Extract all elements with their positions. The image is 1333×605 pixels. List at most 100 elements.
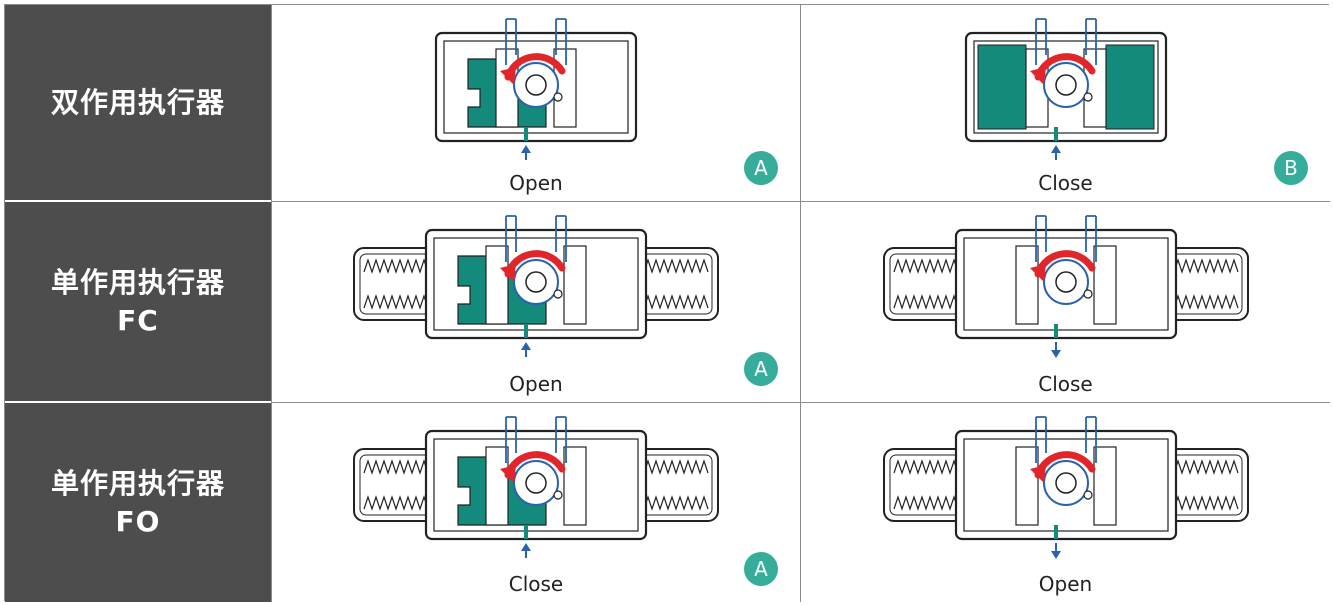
- badge: A: [744, 552, 778, 586]
- pinion-hub: [525, 271, 547, 293]
- row-label-single-acting-fo: 单作用执行器 FO: [5, 403, 271, 602]
- spring-coil: [363, 495, 429, 511]
- badge: B: [1274, 151, 1308, 185]
- pinion-hub: [1054, 74, 1077, 96]
- spring-coil: [892, 294, 959, 310]
- diagram-cell: Close B: [800, 5, 1330, 202]
- body-inner-wall: [433, 237, 639, 331]
- spring-coil: [1172, 495, 1239, 511]
- row-label-single-acting-fc: 单作用执行器 FC: [5, 202, 271, 403]
- actuator-diagram: [353, 215, 719, 357]
- piston-left: [485, 245, 509, 325]
- badge: A: [744, 352, 778, 386]
- row-label-text: 双作用执行器: [50, 85, 225, 119]
- air-in-arrow: [521, 145, 531, 153]
- cam-pin: [553, 490, 563, 500]
- body-inner-wall: [962, 237, 1169, 331]
- spring-coil: [1172, 459, 1239, 475]
- cam-pin: [553, 289, 563, 299]
- rotation-arrowhead: [500, 264, 516, 282]
- diagram-cell: Open A: [271, 5, 800, 202]
- spring-coil: [363, 294, 429, 310]
- rotation-arrow: [500, 451, 566, 483]
- diagram-cell: Close A: [271, 403, 800, 602]
- cam-pin: [1082, 92, 1093, 102]
- output-shaft: [505, 416, 567, 463]
- air-out-arrow: [1050, 350, 1061, 358]
- pinion-hub: [525, 74, 547, 96]
- spring-coil: [643, 294, 709, 310]
- rotation-arrowhead: [1029, 67, 1046, 85]
- spring-coil: [1172, 294, 1239, 310]
- air-in-arrow: [521, 342, 531, 350]
- piston-left: [1014, 446, 1039, 526]
- air-chamber-left: [977, 44, 1026, 130]
- air-in-arrow: [1050, 145, 1061, 153]
- diagram-cell: Open: [800, 403, 1330, 602]
- row-label-double-acting: 双作用执行器: [5, 5, 271, 202]
- output-shaft: [505, 215, 567, 262]
- piston-right: [563, 446, 587, 526]
- piston-left: [1014, 245, 1039, 325]
- row-label-text: 单作用执行器: [50, 466, 225, 500]
- output-shaft: [1034, 416, 1097, 463]
- spring-coil: [892, 258, 959, 274]
- piston-right: [1092, 245, 1117, 325]
- pinion-hub: [1054, 271, 1077, 293]
- caption: Open: [509, 171, 563, 195]
- actuator-diagram: [353, 416, 719, 558]
- cam-pin: [1082, 490, 1093, 500]
- row-label-subtext: FO: [115, 504, 161, 538]
- spring-coil: [892, 495, 959, 511]
- row-label-text: 单作用执行器: [50, 265, 225, 299]
- rotation-arrow: [1029, 451, 1095, 483]
- spring-coil: [363, 258, 429, 274]
- output-shaft: [1034, 18, 1097, 65]
- diagram-cell: Open A: [271, 202, 800, 403]
- caption: Open: [509, 372, 563, 396]
- spring-coil: [643, 258, 709, 274]
- row-label-subtext: FC: [117, 303, 159, 337]
- actuator-diagram: [882, 215, 1249, 358]
- body-inner-wall: [433, 438, 639, 532]
- body-inner-wall: [972, 40, 1159, 134]
- spring-cap-left: [882, 247, 969, 321]
- pinion-hub: [1054, 472, 1077, 494]
- air-in-arrow: [521, 543, 531, 551]
- air-out-arrow: [1050, 551, 1061, 559]
- spring-coil: [643, 459, 709, 475]
- rotation-arrow: [500, 53, 566, 85]
- caption: Close: [1038, 372, 1093, 396]
- diagram-cell: Close: [800, 202, 1330, 403]
- spring-coil: [1172, 258, 1239, 274]
- rotation-arrowhead: [1029, 264, 1046, 282]
- cam-pin: [553, 92, 563, 102]
- rotation-arrow: [500, 250, 566, 282]
- output-shaft: [505, 18, 567, 65]
- piston-right: [563, 245, 587, 325]
- air-chamber-right: [1105, 44, 1154, 130]
- caption: Close: [1038, 171, 1093, 195]
- rotation-arrow: [1029, 250, 1095, 282]
- cam-pin: [1082, 289, 1093, 299]
- spring-coil: [363, 459, 429, 475]
- actuator-diagram: [964, 18, 1167, 160]
- rotation-arrowhead: [1029, 465, 1046, 483]
- spring-cap-left: [353, 448, 439, 522]
- spring-coil: [892, 459, 959, 475]
- rotation-arrow: [1029, 53, 1095, 85]
- actuator-table: 双作用执行器 Open A Close B 单作用执行器 FC Open A C…: [4, 4, 1330, 602]
- actuator-diagram: [882, 416, 1249, 559]
- caption: Open: [1038, 572, 1093, 596]
- badge: A: [744, 151, 778, 185]
- rotation-arrowhead: [500, 67, 516, 85]
- spring-coil: [643, 495, 709, 511]
- rotation-arrowhead: [500, 465, 516, 483]
- piston-right: [1092, 446, 1117, 526]
- output-shaft: [1034, 215, 1097, 262]
- body-inner-wall: [962, 438, 1169, 532]
- piston-left: [485, 446, 509, 526]
- spring-cap-left: [353, 247, 439, 321]
- caption: Close: [508, 572, 564, 596]
- actuator-diagram: [434, 18, 638, 160]
